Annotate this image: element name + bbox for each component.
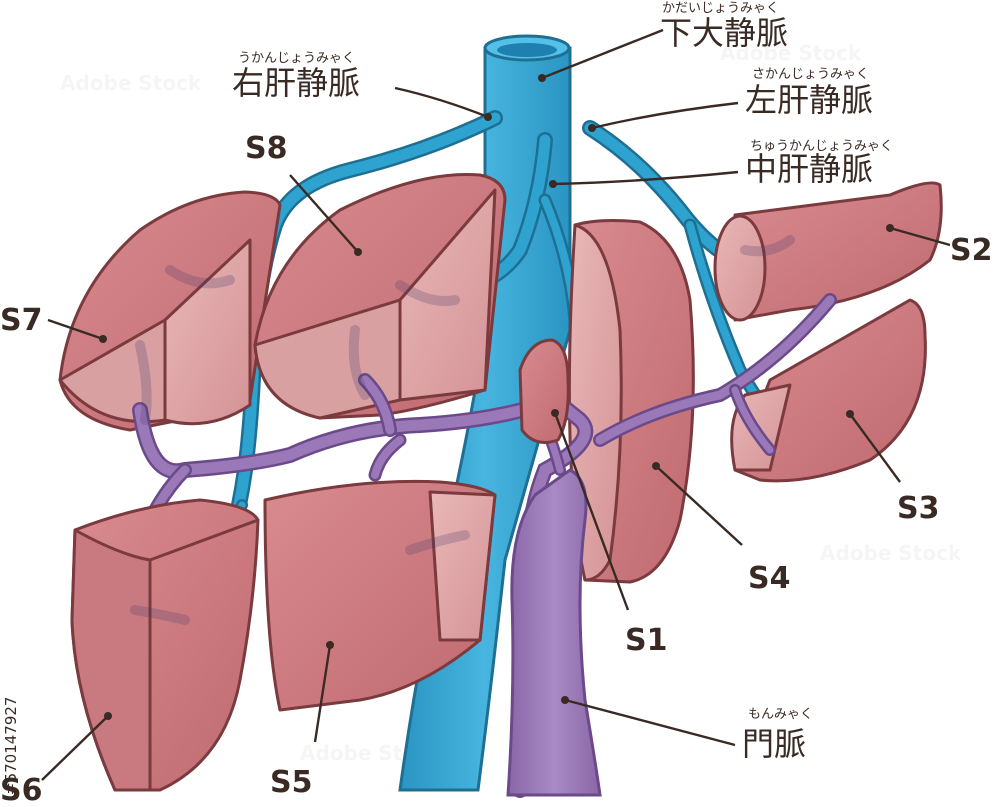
label-mhv-text: 中肝静脈 [745,150,873,188]
label-mhv: ちゅうかんじょうみゃく 中肝静脈 [745,139,893,188]
watermark-text: Adobe Stock [60,71,202,95]
segment-s5 [263,479,497,712]
segment-s7 [58,190,282,432]
label-s3: S3 [897,491,939,526]
segment-s3 [730,298,927,483]
vessel-shadows [130,235,795,625]
label-pv: もんみゃく 門脈 [742,707,813,763]
label-pv-text: 門脈 [742,725,806,763]
segment-s8 [253,172,507,420]
ruby-pv: もんみゃく [748,707,813,722]
ruby-lhv: さかんじょうみゃく [752,67,869,82]
label-s2: S2 [950,233,992,268]
portal-vein-trunk [506,468,602,797]
ruby-ivc: かだいじょうみゃく [662,1,779,16]
ruby-mhv: ちゅうかんじょうみゃく [750,139,893,154]
segment-s6 [70,498,260,792]
label-lhv-text: 左肝静脈 [745,81,873,119]
label-ivc: かだいじょうみゃく 下大静脈 [660,1,788,52]
label-ivc-text: 下大静脈 [660,14,788,52]
label-s8: S8 [245,131,287,166]
label-s1: S1 [625,623,667,658]
watermark-text: Adobe Stock [820,541,962,565]
label-s6: S6 [0,773,42,807]
ruby-rhv: うかんじょうみゃく [238,51,355,66]
label-rhv-text: 右肝静脈 [232,64,360,102]
label-s4: S4 [748,561,790,596]
label-s7: S7 [0,303,42,338]
stock-id: #570147927 [2,697,20,795]
label-s5: S5 [270,765,312,800]
label-lhv: さかんじょうみゃく 左肝静脈 [745,67,873,119]
label-rhv: うかんじょうみゃく 右肝静脈 [232,51,360,102]
leader-lines [41,28,951,781]
